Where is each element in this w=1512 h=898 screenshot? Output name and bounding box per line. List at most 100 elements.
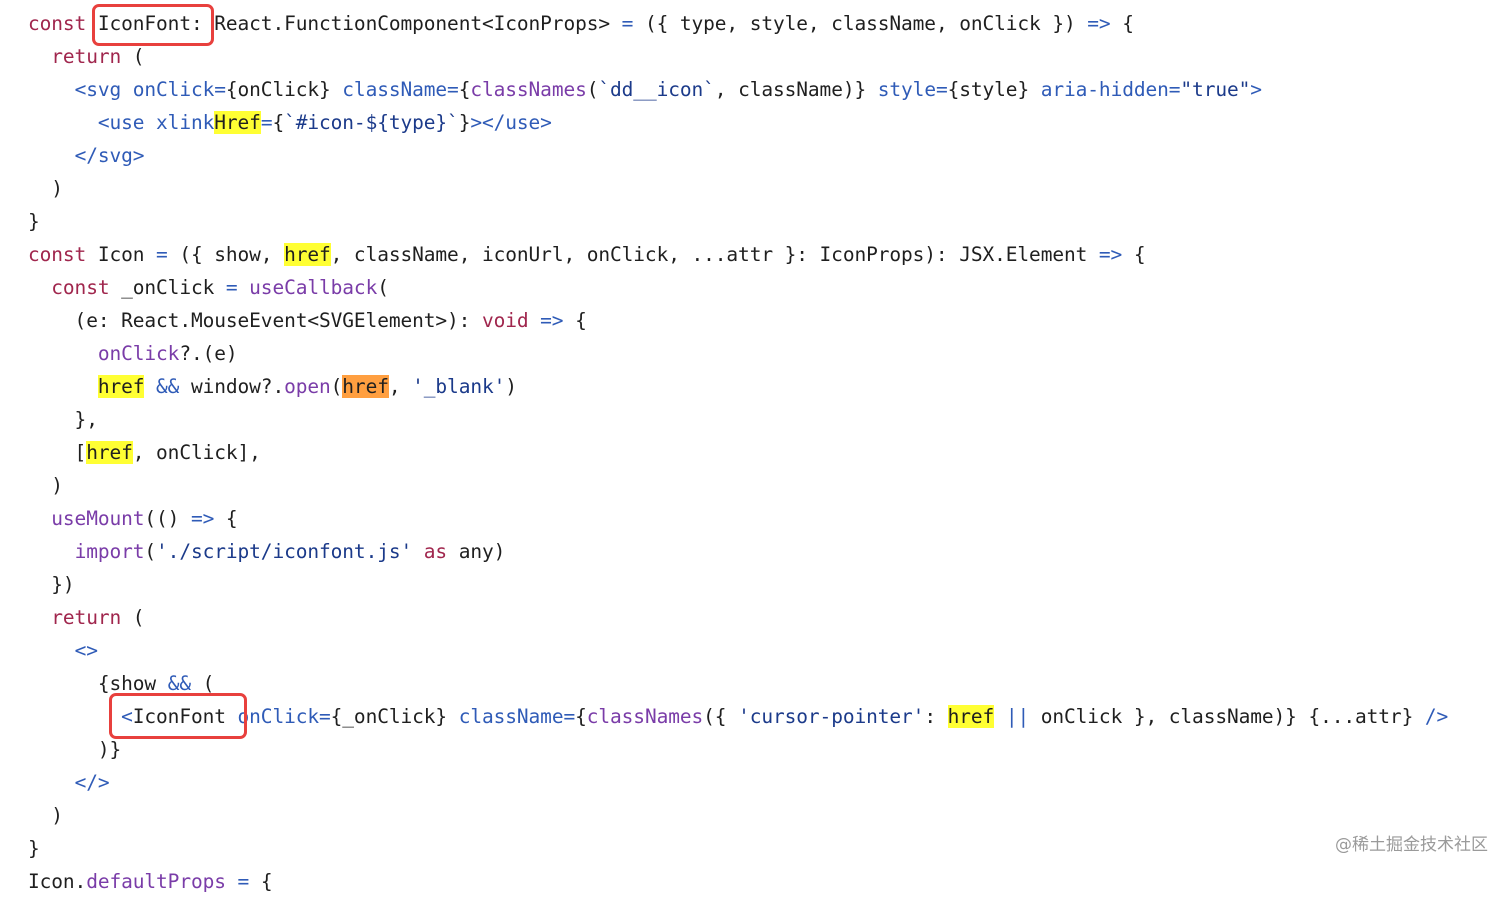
code-token: = [621, 12, 645, 35]
code-token: className= [458, 705, 576, 728]
code-line: const Icon = ({ show, href, className, i… [28, 238, 1146, 271]
code-token: <svg onClick= [74, 78, 226, 101]
code-token: useCallback [249, 276, 378, 299]
code-token: { [225, 507, 238, 530]
code-token: ></use> [470, 111, 552, 134]
code-line: }) [28, 568, 75, 601]
code-line: const _onClick = useCallback( [28, 271, 389, 304]
code-token: ( [586, 78, 599, 101]
code-token: ?.(e) [179, 342, 238, 365]
code-token: const [28, 12, 98, 35]
code-line: return ( [28, 601, 144, 634]
code-token: /> [1424, 705, 1449, 728]
code-token: defaultProps [86, 870, 238, 893]
code-token: => [190, 507, 226, 530]
code-token: )} [28, 738, 122, 761]
code-token: const [28, 243, 98, 266]
code-line: const IconFont: React.FunctionComponent<… [28, 7, 1134, 40]
code-token: <use xlink [97, 111, 215, 134]
code-line: </svg> [28, 139, 145, 172]
code-token [28, 375, 98, 398]
code-token: {show [28, 672, 168, 695]
code-token: style= [877, 78, 948, 101]
code-line: <use xlinkHref={`#icon-${type}`}></use> [28, 106, 552, 139]
code-token: }) [28, 573, 75, 596]
code-token: ) [505, 375, 517, 398]
code-token: { [458, 78, 471, 101]
code-token: (() [144, 507, 191, 530]
code-token: </> [74, 771, 110, 794]
code-token: ({ [703, 705, 739, 728]
code-token [28, 45, 51, 68]
code-token: { [575, 705, 587, 728]
code-token: {onClick} [225, 78, 343, 101]
code-line: Icon.defaultProps = { [28, 865, 273, 898]
code-token: ) [28, 177, 63, 200]
code-token: }, [28, 408, 98, 431]
code-token: as [423, 540, 459, 563]
code-token: ( [132, 606, 145, 629]
code-token [994, 705, 1006, 728]
code-token [28, 639, 75, 662]
code-token: ( [202, 672, 215, 695]
code-token: onClick= [237, 705, 331, 728]
code-line: } [28, 832, 40, 865]
code-token: = [225, 276, 250, 299]
code-token [28, 276, 51, 299]
code-token [28, 606, 51, 629]
code-token: ( [132, 45, 145, 68]
code-token: ) [28, 474, 63, 497]
code-token: , className)} [714, 78, 878, 101]
code-token: aria-hidden= [1040, 78, 1181, 101]
code-token: = [237, 870, 261, 893]
code-token [28, 144, 75, 167]
code-token: href [86, 441, 133, 464]
code-token: ({ type, style, className, onClick }) [644, 12, 1088, 35]
code-line: [href, onClick], [28, 436, 261, 469]
code-token: classNames [470, 78, 587, 101]
code-line: import('./script/iconfont.js' as any) [28, 535, 506, 568]
code-token: href [97, 375, 145, 398]
code-token: ({ show, [179, 243, 285, 266]
code-token: => [1087, 12, 1123, 35]
watermark: @稀土掘金技术社区 [1335, 835, 1488, 855]
code-token: void [481, 309, 541, 332]
code-token: href [284, 243, 331, 266]
code-token: { [575, 309, 587, 332]
code-token [28, 78, 75, 101]
code-line: ) [28, 172, 63, 205]
code-token: onClick }, className)} {...attr} [1040, 705, 1425, 728]
code-token [28, 705, 121, 728]
code-token: && [156, 375, 191, 398]
code-token: IconFont: [97, 12, 215, 35]
code-token: Href [214, 111, 261, 134]
code-token: return [51, 606, 133, 629]
code-line: href && window?.open(href, '_blank') [28, 370, 517, 403]
code-token: { [272, 111, 285, 134]
code-token: classNames [586, 705, 704, 728]
code-line: (e: React.MouseEvent<SVGElement>): void … [28, 304, 587, 337]
code-token: = [260, 111, 273, 134]
code-token: import [74, 540, 145, 563]
code-token: ) [28, 804, 63, 827]
code-token: React.FunctionComponent<IconProps> [214, 12, 622, 35]
code-token: Icon. [28, 870, 87, 893]
code-token: 'cursor-pointer' [738, 705, 925, 728]
code-token: _onClick [121, 276, 226, 299]
code-line: <svg onClick={onClick} className={classN… [28, 73, 1262, 106]
code-line: </> [28, 766, 110, 799]
code-token: [ [28, 441, 87, 464]
code-token [28, 540, 75, 563]
code-token: </svg> [74, 144, 145, 167]
code-token: => [1098, 243, 1134, 266]
code-token: "true" [1180, 78, 1251, 101]
code-token: => [540, 309, 576, 332]
code-line: <IconFont onClick={_onClick} className={… [28, 700, 1448, 733]
code-token: className= [342, 78, 459, 101]
code-token: = [156, 243, 180, 266]
code-line: ) [28, 469, 63, 502]
code-token: } [28, 210, 40, 233]
code-token: , onClick], [132, 441, 261, 464]
code-token: { [260, 870, 273, 893]
code-line: ) [28, 799, 63, 832]
